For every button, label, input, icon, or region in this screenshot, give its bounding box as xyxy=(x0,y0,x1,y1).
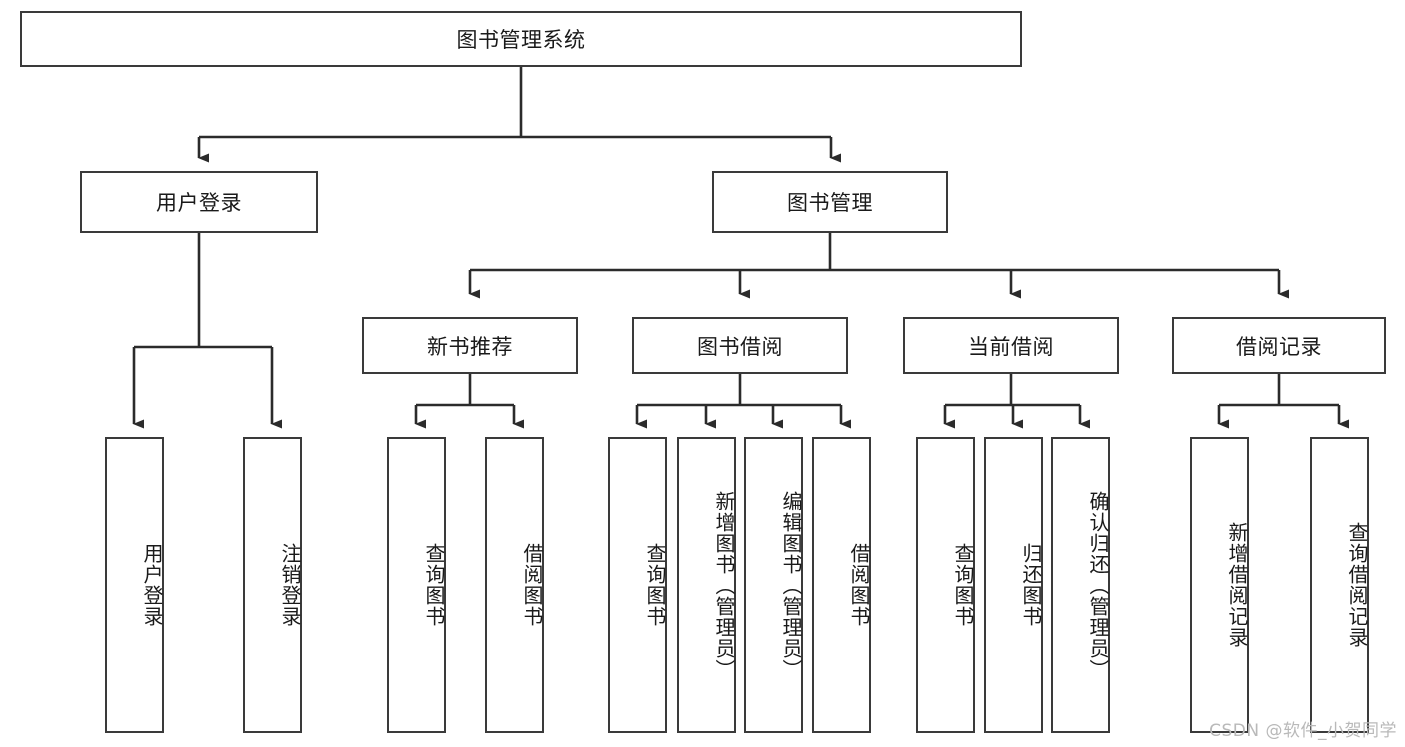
node-user-login[interactable]: 用户登录 xyxy=(80,171,318,233)
node-leaf-add-book-admin[interactable]: 新增图书（管理员） xyxy=(677,437,736,733)
node-leaf-confirm-return-admin[interactable]: 确认归还（管理员） xyxy=(1051,437,1110,733)
node-leaf-query-book-current[interactable]: 查询图书 xyxy=(916,437,975,733)
node-label: 查询图书 xyxy=(422,543,446,627)
node-label: 查询借阅记录 xyxy=(1345,522,1369,648)
node-label: 确认归还（管理员） xyxy=(1086,490,1110,680)
node-leaf-query-book-borrow[interactable]: 查询图书 xyxy=(608,437,667,733)
node-leaf-query-book-rec[interactable]: 查询图书 xyxy=(387,437,446,733)
node-new-book-rec[interactable]: 新书推荐 xyxy=(362,317,578,374)
node-leaf-borrow-book-rec[interactable]: 借阅图书 xyxy=(485,437,544,733)
csdn-watermark: CSDN @软件_小贺同学 xyxy=(1209,721,1397,741)
node-leaf-user-login[interactable]: 用户登录 xyxy=(105,437,164,733)
node-label: 图书管理系统 xyxy=(456,28,586,52)
node-label: 归还图书 xyxy=(1019,543,1043,627)
node-leaf-borrow-book[interactable]: 借阅图书 xyxy=(812,437,871,733)
node-book-manage[interactable]: 图书管理 xyxy=(712,171,948,233)
node-label: 新增借阅记录 xyxy=(1225,522,1249,648)
node-current-borrow[interactable]: 当前借阅 xyxy=(903,317,1119,374)
node-label: 图书管理 xyxy=(787,191,873,215)
node-label: 新增图书（管理员） xyxy=(712,490,736,680)
node-book-borrow[interactable]: 图书借阅 xyxy=(632,317,848,374)
node-leaf-edit-book-admin[interactable]: 编辑图书（管理员） xyxy=(744,437,803,733)
node-label: 新书推荐 xyxy=(427,334,513,359)
node-label: 查询图书 xyxy=(951,543,975,627)
node-label: 注销登录 xyxy=(278,543,302,627)
node-label: 图书借阅 xyxy=(697,334,783,359)
node-label: 查询图书 xyxy=(643,543,667,627)
node-label: 借阅图书 xyxy=(847,543,871,627)
node-leaf-user-logout[interactable]: 注销登录 xyxy=(243,437,302,733)
node-leaf-add-borrow-record[interactable]: 新增借阅记录 xyxy=(1190,437,1249,733)
node-label: 用户登录 xyxy=(140,543,164,627)
node-leaf-query-borrow-record[interactable]: 查询借阅记录 xyxy=(1310,437,1369,733)
node-label: 借阅记录 xyxy=(1236,334,1322,359)
node-label: 当前借阅 xyxy=(968,334,1054,359)
node-leaf-return-book[interactable]: 归还图书 xyxy=(984,437,1043,733)
node-borrow-record[interactable]: 借阅记录 xyxy=(1172,317,1386,374)
node-label: 用户登录 xyxy=(156,191,242,215)
node-label: 借阅图书 xyxy=(520,543,544,627)
node-label: 编辑图书（管理员） xyxy=(779,490,803,680)
node-root[interactable]: 图书管理系统 xyxy=(20,11,1022,67)
